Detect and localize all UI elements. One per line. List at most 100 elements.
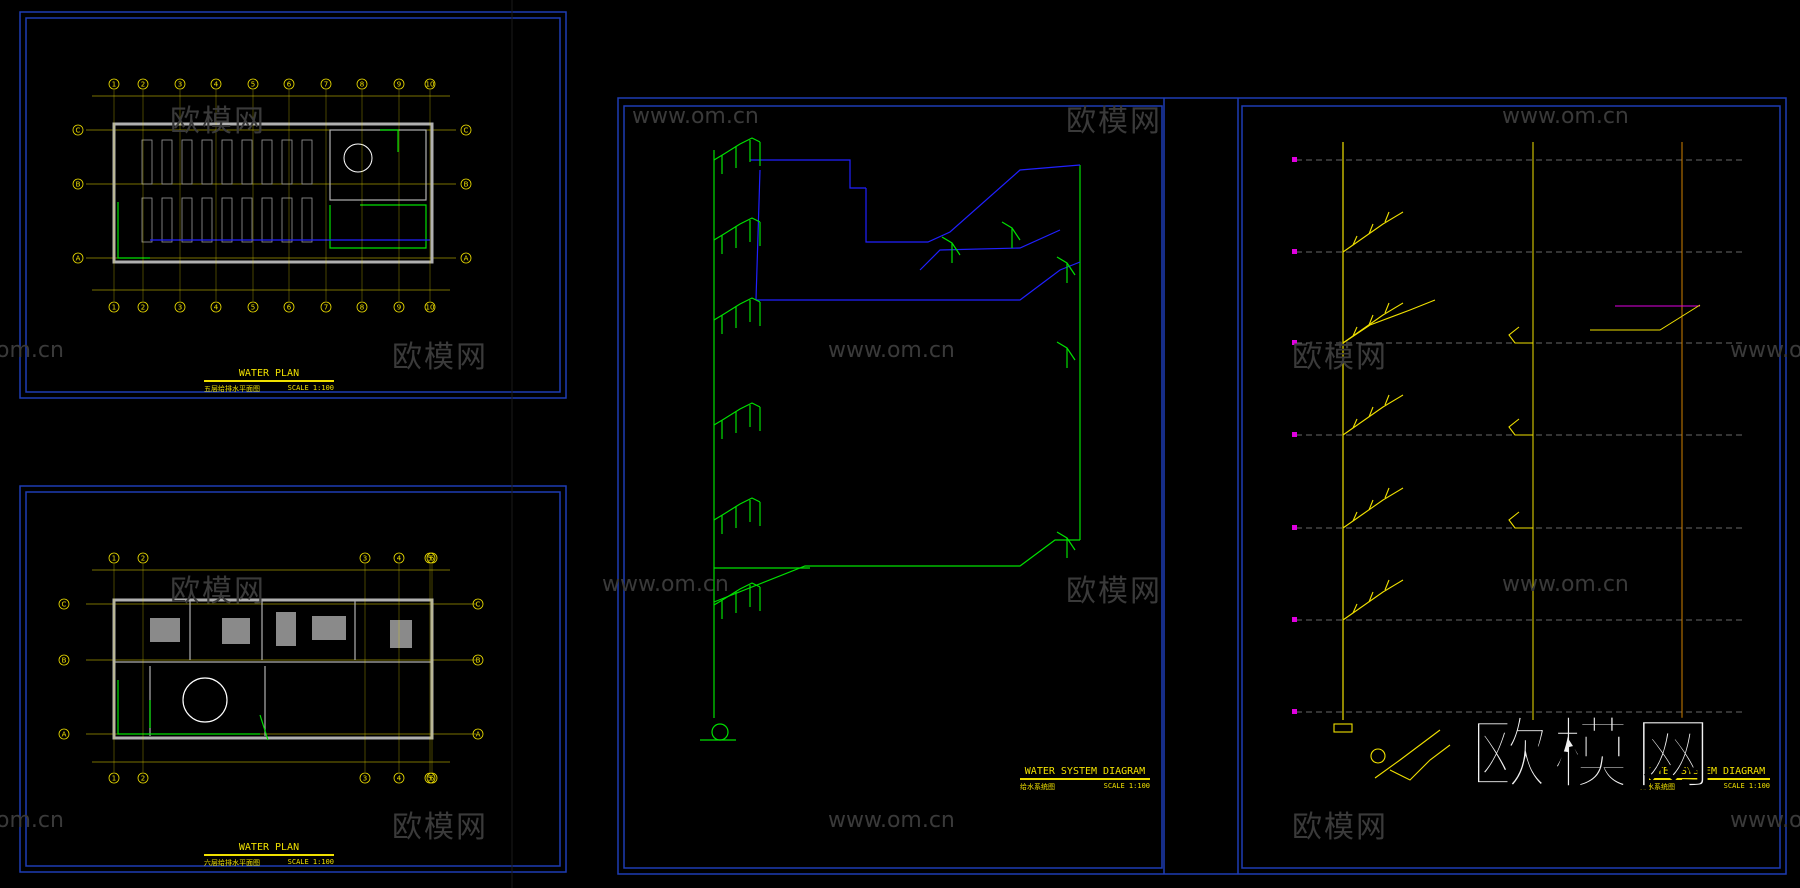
grid-label: 8 bbox=[360, 81, 364, 89]
grid-label: C bbox=[62, 601, 67, 609]
grid-label: 5 bbox=[251, 304, 255, 312]
grid-bubble bbox=[137, 552, 149, 564]
grid-bubble bbox=[356, 301, 368, 313]
grid-label: 5 bbox=[428, 775, 432, 783]
grid-bubble bbox=[137, 301, 149, 313]
grid-label: 8 bbox=[360, 304, 364, 312]
title-text: WATER SYSTEM DIAGRAM bbox=[1024, 766, 1146, 777]
grid-label: 2 bbox=[141, 304, 145, 312]
grid-bubble bbox=[460, 124, 472, 136]
grid-bubble bbox=[58, 728, 70, 740]
grid-label: 1 bbox=[112, 775, 116, 783]
grid-label: B bbox=[76, 181, 81, 189]
grid-bubble bbox=[283, 78, 295, 90]
grid-bubble bbox=[393, 301, 405, 313]
grid-bubble bbox=[174, 78, 186, 90]
title-block-drainage-diagram: WATER SYSTEM DIAGRAM 排水系统图 SCALE 1:100 bbox=[1640, 766, 1770, 792]
grid-bubble bbox=[108, 78, 120, 90]
grid-label: 4 bbox=[397, 555, 402, 563]
grid-label: 4 bbox=[214, 304, 219, 312]
grid-bubble bbox=[424, 78, 436, 90]
title-block-supply-diagram: WATER SYSTEM DIAGRAM 给水系统图 SCALE 1:100 bbox=[1020, 766, 1150, 792]
grid-bubble bbox=[460, 252, 472, 264]
grid-label: 9 bbox=[397, 304, 401, 312]
grid-bubble bbox=[247, 78, 259, 90]
grid-bubble bbox=[174, 301, 186, 313]
grid-label: 9 bbox=[397, 81, 401, 89]
grid-label: 2 bbox=[141, 555, 145, 563]
grid-bubble bbox=[359, 552, 371, 564]
title-underline bbox=[1020, 778, 1150, 780]
grid-bubble bbox=[283, 301, 295, 313]
brand-logo: 欧模网 bbox=[1469, 709, 1717, 801]
grid-bubble bbox=[320, 78, 332, 90]
grid-bubble bbox=[72, 252, 84, 264]
grid-bubble bbox=[210, 78, 222, 90]
grid-label: A bbox=[464, 255, 469, 263]
grid-label: A bbox=[76, 255, 81, 263]
grid-bubble bbox=[393, 78, 405, 90]
title-text: WATER PLAN bbox=[238, 368, 300, 379]
grid-label: 6 bbox=[287, 81, 292, 89]
grid-bubble bbox=[137, 78, 149, 90]
grid-label: A bbox=[476, 731, 481, 739]
sheet-frames bbox=[19, 11, 1787, 875]
scale-text: SCALE 1:100 bbox=[1103, 782, 1150, 790]
title-text: WATER SYSTEM DIAGRAM bbox=[1644, 766, 1766, 777]
grid-bubble bbox=[472, 598, 484, 610]
grid-label: 1 bbox=[112, 304, 116, 312]
title-underline bbox=[1640, 778, 1770, 780]
scale-text: SCALE 1:100 bbox=[287, 384, 334, 392]
grid-bubble bbox=[72, 124, 84, 136]
grid-bubble bbox=[72, 178, 84, 190]
grid-label: 5 bbox=[251, 81, 255, 89]
grid-bubble bbox=[137, 772, 149, 784]
grid-label: 3 bbox=[363, 555, 367, 563]
grid-label: B bbox=[62, 657, 67, 665]
grid-label: 5 bbox=[428, 555, 432, 563]
grid-label: 10 bbox=[426, 81, 435, 89]
scale-text: SCALE 1:100 bbox=[1723, 782, 1770, 790]
grid-label: 7 bbox=[324, 304, 328, 312]
grid-label: 6 bbox=[430, 775, 435, 783]
grid-bubble bbox=[393, 552, 405, 564]
grid-label: 4 bbox=[214, 81, 219, 89]
grid-label: 3 bbox=[178, 81, 182, 89]
grid-bubble bbox=[424, 301, 436, 313]
grid-bubble bbox=[210, 301, 222, 313]
grid-label: 2 bbox=[141, 775, 145, 783]
grid-label: A bbox=[62, 731, 67, 739]
grid-label: 6 bbox=[287, 304, 292, 312]
grid-bubble bbox=[247, 301, 259, 313]
grid-bubble bbox=[359, 772, 371, 784]
grid-bubble bbox=[426, 772, 438, 784]
grid-label: 1 bbox=[112, 555, 116, 563]
grid-bubble bbox=[356, 78, 368, 90]
grid-bubble bbox=[426, 552, 438, 564]
title-underline bbox=[204, 380, 334, 382]
subtitle-text: 排水系统图 bbox=[1640, 783, 1675, 791]
grid-label: B bbox=[476, 657, 481, 665]
title-underline bbox=[204, 854, 334, 856]
subtitle-text: 给水系统图 bbox=[1020, 783, 1055, 791]
grid-bubble bbox=[460, 178, 472, 190]
grid-bubble bbox=[108, 772, 120, 784]
grid-bubble bbox=[472, 654, 484, 666]
subtitle-text: 五层给排水平面图 bbox=[204, 385, 260, 393]
grid-label: B bbox=[464, 181, 469, 189]
grid-bubble bbox=[320, 301, 332, 313]
grid-label: C bbox=[464, 127, 469, 135]
grid-label: 7 bbox=[324, 81, 328, 89]
grid-bubble bbox=[108, 301, 120, 313]
grid-bubble bbox=[58, 598, 70, 610]
grid-label: 4 bbox=[397, 775, 402, 783]
grid-label: C bbox=[76, 127, 81, 135]
grid-label: 3 bbox=[178, 304, 182, 312]
grid-label: 3 bbox=[363, 775, 367, 783]
grid-bubble bbox=[472, 728, 484, 740]
drainage-system-diagram bbox=[1292, 142, 1745, 781]
